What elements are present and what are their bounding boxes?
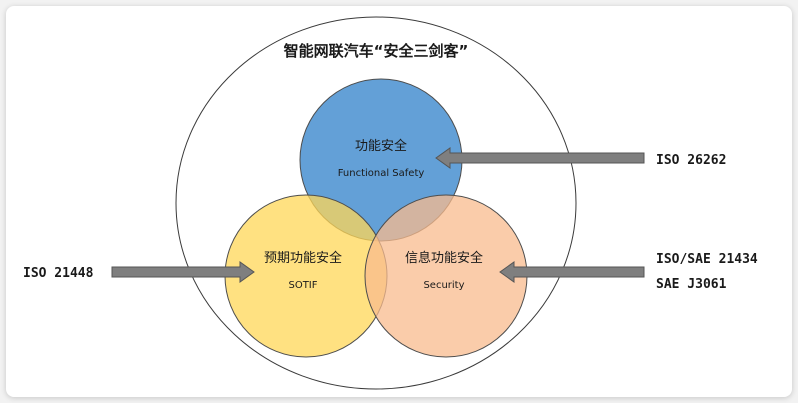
standard-sae-j3061: SAE J3061 — [656, 277, 727, 292]
functional-safety-label-cn: 功能安全 — [355, 138, 407, 154]
security-label-en: Security — [423, 280, 464, 291]
safety-venn-diagram: 智能网联汽车“安全三剑客” 功能安全 Functional Safety 预期功… — [23, 16, 758, 390]
arrow-iso26262 — [435, 147, 645, 169]
sotif-label-en: SOTIF — [288, 280, 317, 291]
arrow-iso21448 — [111, 261, 255, 283]
sotif-circle — [224, 194, 388, 358]
standard-iso26262: ISO 26262 — [656, 153, 726, 168]
security-label-cn: 信息功能安全 — [405, 250, 483, 266]
standard-iso21448: ISO 21448 — [23, 266, 94, 281]
functional-safety-label-en: Functional Safety — [338, 168, 425, 179]
security-circle — [364, 194, 528, 358]
outer-circle — [175, 16, 577, 390]
sotif-label-cn: 预期功能安全 — [264, 250, 342, 266]
standard-iso-sae21434: ISO/SAE 21434 — [656, 252, 758, 267]
diagram-title: 智能网联汽车“安全三剑客” — [284, 42, 469, 60]
arrow-iso-sae21434 — [499, 261, 645, 283]
diagram-card: 智能网联汽车“安全三剑客” 功能安全 Functional Safety 预期功… — [6, 6, 792, 397]
